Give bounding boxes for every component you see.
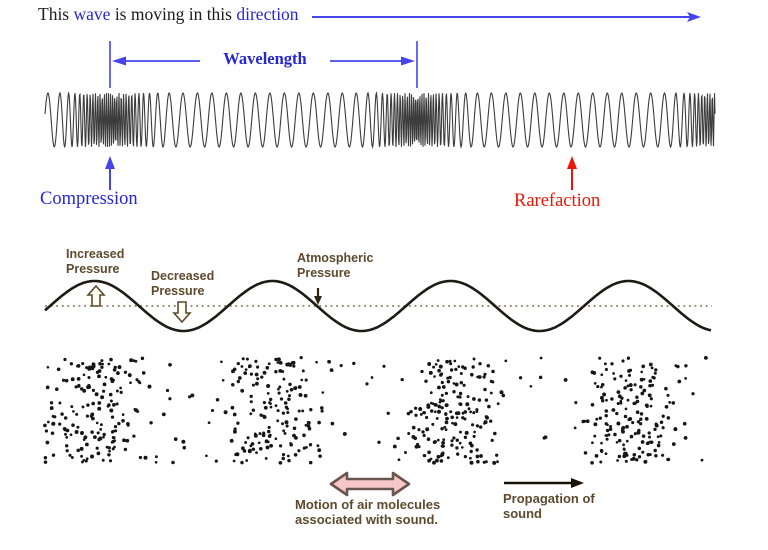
propagation-label: Propagation of sound	[503, 491, 595, 522]
molecule-motion-double-arrow-icon	[329, 471, 411, 497]
longitudinal-wave	[44, 91, 716, 150]
direction-arrow-icon	[312, 12, 701, 22]
propagation-arrow-icon	[504, 478, 584, 488]
title-text-2: is moving in this	[110, 4, 237, 24]
title-text-1: This	[38, 4, 74, 24]
air-molecules-dots	[43, 355, 708, 465]
pressure-curve	[44, 279, 712, 333]
rarefaction-arrow-icon	[567, 156, 577, 190]
decreased-pressure-label: Decreased Pressure	[151, 269, 215, 298]
molecule-motion-label: Motion of air molecules associated with …	[295, 497, 441, 528]
title-word-wave: wave	[73, 4, 111, 24]
atmospheric-pressure-label: Atmospheric Pressure	[297, 251, 374, 280]
wavelength-label: Wavelength	[223, 49, 307, 68]
compression-label: Compression	[40, 189, 138, 209]
page-title: This wave is moving in this direction	[38, 4, 299, 25]
decreased-pressure-arrow-icon	[172, 301, 192, 324]
wavelength-markers	[109, 41, 418, 88]
title-word-direction: direction	[236, 4, 299, 24]
increased-pressure-label: Increased Pressure	[66, 247, 125, 276]
compression-arrow-icon	[105, 156, 115, 190]
atmospheric-pressure-marker-icon	[314, 288, 322, 305]
increased-pressure-arrow-icon	[86, 284, 106, 307]
rarefaction-label: Rarefaction	[514, 191, 601, 211]
